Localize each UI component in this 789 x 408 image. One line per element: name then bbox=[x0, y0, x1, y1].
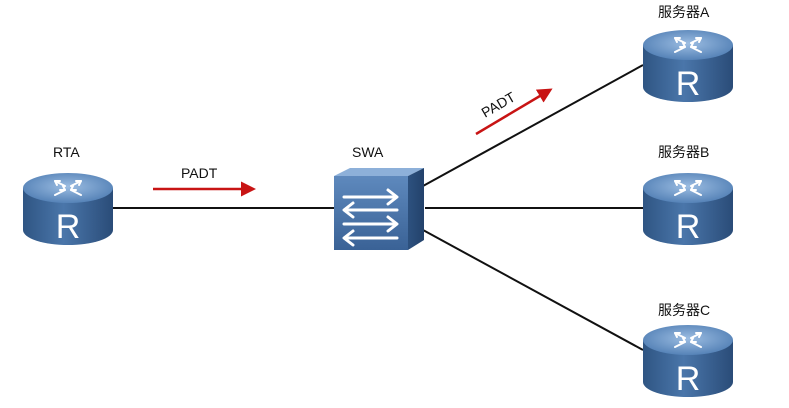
svg-text:R: R bbox=[676, 208, 701, 246]
svg-text:R: R bbox=[56, 208, 81, 246]
node-label: SWA bbox=[352, 144, 384, 160]
node-server-a: 服务器A R bbox=[643, 4, 733, 103]
link-swa-server-a bbox=[422, 64, 644, 187]
router-icon: R bbox=[643, 30, 733, 103]
svg-text:R: R bbox=[676, 360, 701, 398]
link-swa-server-c bbox=[422, 229, 644, 351]
node-label: 服务器A bbox=[658, 4, 710, 20]
switch-icon bbox=[334, 168, 424, 250]
router-icon: R bbox=[643, 173, 733, 246]
packet-arrow bbox=[475, 88, 553, 136]
packet-swa-server-a: PADT bbox=[475, 88, 553, 136]
node-server-c: 服务器C R bbox=[643, 302, 733, 398]
router-icon: R bbox=[23, 173, 113, 246]
packet-rta-swa: PADT bbox=[153, 165, 256, 197]
router-icon: R bbox=[643, 325, 733, 398]
node-rta: RTA R bbox=[23, 144, 113, 246]
node-swa: SWA bbox=[334, 144, 424, 250]
node-label: 服务器C bbox=[658, 302, 710, 318]
links bbox=[112, 64, 644, 351]
node-server-b: 服务器B R bbox=[643, 144, 733, 246]
node-label: RTA bbox=[53, 144, 80, 160]
node-label: 服务器B bbox=[658, 144, 709, 160]
packet-label: PADT bbox=[479, 88, 519, 120]
svg-text:R: R bbox=[676, 65, 701, 103]
packet-label: PADT bbox=[181, 165, 218, 181]
